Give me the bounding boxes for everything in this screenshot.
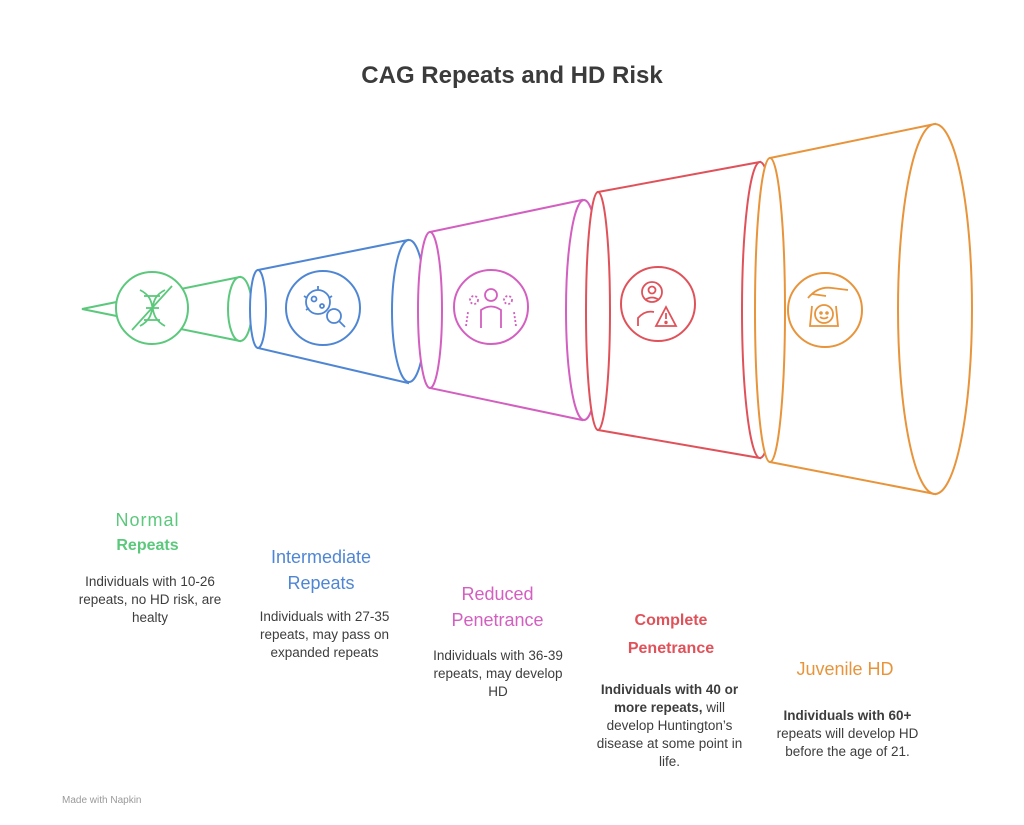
stage-juvenile-desc-text: repeats will develop HD before the age o… — [776, 726, 919, 759]
stage-intermediate-cone — [249, 238, 427, 385]
hand-child-icon — [807, 286, 849, 327]
stage-complete-label: Complete Penetrance — [596, 607, 746, 663]
stage-normal-desc: Individuals with 10-26 repeats, no HD ri… — [70, 573, 230, 627]
stage-reduced-label-line2: Penetrance — [451, 610, 544, 630]
stage-complete-label-line1: Complete — [634, 612, 708, 629]
page-title: CAG Repeats and HD Risk — [361, 62, 663, 89]
stage-intermediate-label-line2: Repeats — [287, 573, 355, 593]
stage-juvenile-desc: Individuals with 60+ repeats will develo… — [760, 707, 935, 761]
stage-complete-desc: Individuals with 40 or more repeats, wil… — [592, 681, 747, 771]
person-warning-icon — [637, 281, 678, 327]
stage-normal-desc-text: Individuals with 10-26 repeats, no HD ri… — [78, 574, 222, 625]
stage-juvenile-label-line1: Juvenile HD — [796, 659, 894, 679]
stage-complete-desc-text: will develop Huntington’s disease at som… — [596, 700, 743, 769]
stage-intermediate-label: Intermediate Repeats — [246, 544, 396, 596]
stage-intermediate-label-line1: Intermediate — [270, 547, 372, 567]
stage-reduced-label-line1: Reduced — [461, 584, 534, 604]
stage-intermediate-desc: Individuals with 27-35 repeats, may pass… — [252, 608, 397, 662]
stage-reduced-desc: Individuals with 36-39 repeats, may deve… — [428, 647, 568, 701]
stage-normal-label-line1: Normal — [115, 510, 180, 530]
stage-juvenile-cone — [754, 122, 973, 496]
stage-juvenile-desc-bold: Individuals with 60+ — [783, 708, 912, 723]
stage-complete-desc-bold: Individuals with 40 or more repeats, — [600, 682, 739, 715]
stage-reduced-cone — [417, 198, 603, 422]
stage-juvenile-label: Juvenile HD — [770, 656, 920, 682]
stage-normal-label-line2: Repeats — [116, 537, 179, 554]
stage-intermediate-desc-text: Individuals with 27-35 repeats, may pass… — [259, 609, 390, 660]
person-group-icon — [465, 288, 517, 328]
stage-reduced-desc-text: Individuals with 36-39 repeats, may deve… — [433, 648, 563, 699]
stage-complete-cone — [585, 160, 779, 460]
stage-complete-label-line2: Penetrance — [627, 640, 715, 657]
stage-normal-cone — [81, 271, 253, 345]
stage-reduced-label: Reduced Penetrance — [425, 581, 570, 633]
stage-normal-label: Normal Repeats — [80, 507, 215, 559]
virus-magnifier-icon — [303, 286, 346, 328]
dna-crossed-icon — [131, 285, 173, 331]
made-with-footer: Made with Napkin — [62, 795, 142, 806]
